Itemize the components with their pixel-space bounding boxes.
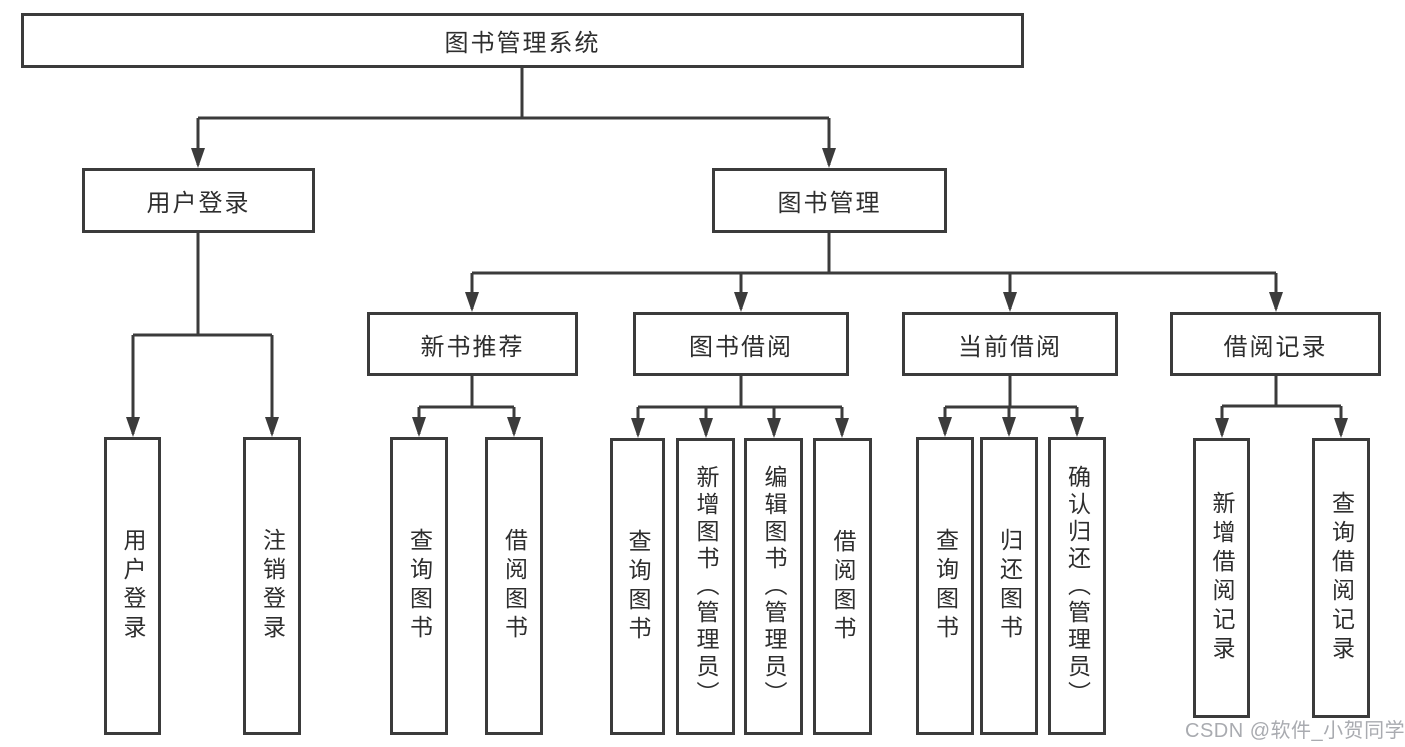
node-leaf-edit-book-admin: 编辑图书（管理员） bbox=[744, 438, 803, 735]
node-leaf-logout: 注销登录 bbox=[243, 437, 301, 735]
node-new-book-recommend: 新书推荐 bbox=[367, 312, 578, 376]
arrowhead-down-icon bbox=[1003, 292, 1017, 312]
arrowhead-down-icon bbox=[822, 148, 836, 168]
arrowhead-down-icon bbox=[1002, 417, 1016, 437]
watermark-text: CSDN @软件_小贺同学 bbox=[1185, 720, 1405, 742]
arrowhead-down-icon bbox=[631, 418, 645, 438]
arrowhead-down-icon bbox=[699, 418, 713, 438]
node-leaf-query-book-borrow: 查询图书 bbox=[610, 438, 665, 735]
node-current-borrowing: 当前借阅 bbox=[902, 312, 1118, 376]
node-leaf-add-borrow-record: 新增借阅记录 bbox=[1193, 438, 1250, 718]
arrowhead-down-icon bbox=[265, 417, 279, 437]
arrowhead-down-icon bbox=[767, 418, 781, 438]
arrowhead-down-icon bbox=[465, 292, 479, 312]
node-user-login: 用户登录 bbox=[82, 168, 315, 233]
node-leaf-user-login: 用户登录 bbox=[104, 437, 161, 735]
arrowhead-down-icon bbox=[1215, 418, 1229, 438]
arrowhead-down-icon bbox=[938, 417, 952, 437]
node-leaf-add-book-admin: 新增图书（管理员） bbox=[676, 438, 735, 735]
node-leaf-borrow-book-rec: 借阅图书 bbox=[485, 437, 543, 735]
arrowhead-down-icon bbox=[507, 417, 521, 437]
node-book-borrowing: 图书借阅 bbox=[633, 312, 849, 376]
node-leaf-confirm-return-admin: 确认归还（管理员） bbox=[1048, 437, 1106, 735]
arrowhead-down-icon bbox=[1269, 292, 1283, 312]
arrowhead-down-icon bbox=[835, 418, 849, 438]
node-leaf-return-book: 归还图书 bbox=[980, 437, 1038, 735]
arrowhead-down-icon bbox=[191, 148, 205, 168]
node-leaf-query-book-rec: 查询图书 bbox=[390, 437, 448, 735]
arrowhead-down-icon bbox=[734, 292, 748, 312]
arrowhead-down-icon bbox=[1070, 417, 1084, 437]
node-root: 图书管理系统 bbox=[21, 13, 1024, 68]
node-leaf-query-book-current: 查询图书 bbox=[916, 437, 974, 735]
arrowhead-down-icon bbox=[1334, 418, 1348, 438]
arrowhead-down-icon bbox=[412, 417, 426, 437]
arrowhead-down-icon bbox=[126, 417, 140, 437]
node-book-management: 图书管理 bbox=[712, 168, 947, 233]
node-borrowing-records: 借阅记录 bbox=[1170, 312, 1381, 376]
node-leaf-query-borrow-record: 查询借阅记录 bbox=[1312, 438, 1370, 718]
node-leaf-borrow-book-borrow: 借阅图书 bbox=[813, 438, 872, 735]
